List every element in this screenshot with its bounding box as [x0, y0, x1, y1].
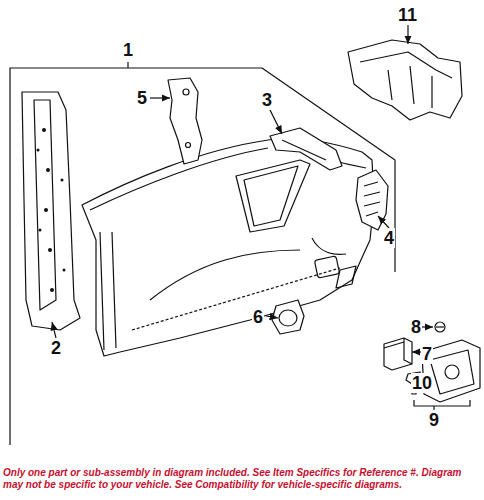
callout-number: 8	[410, 317, 422, 337]
callout-number: 11	[397, 5, 418, 25]
disclaimer-note: Only one part or sub-assembly in diagram…	[3, 467, 481, 491]
callout-number: 1	[122, 40, 134, 60]
callout-number: 9	[428, 410, 440, 430]
callout-number: 6	[252, 307, 264, 327]
callout-number: 2	[50, 338, 62, 358]
callout-number: 4	[383, 228, 395, 248]
callout-number: 3	[261, 90, 273, 110]
callout-number: 10	[411, 373, 433, 393]
callout-number: 5	[136, 88, 148, 108]
callout-number: 7	[421, 344, 433, 364]
